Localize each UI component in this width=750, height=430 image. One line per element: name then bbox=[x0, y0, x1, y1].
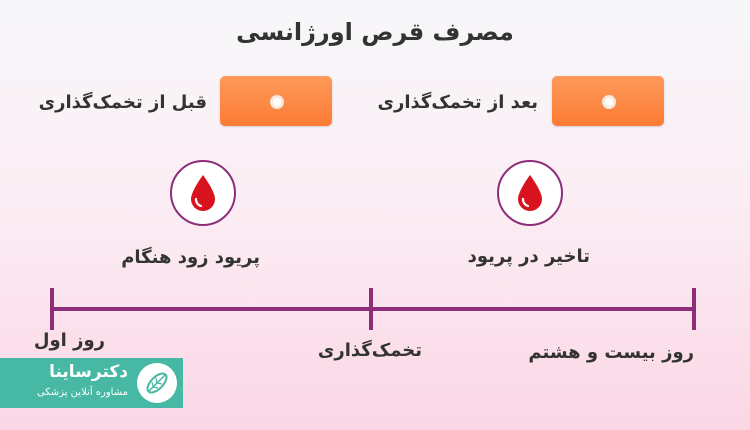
timeline-tick-start bbox=[50, 288, 54, 330]
brand-name: دکترساینا bbox=[49, 362, 128, 382]
pill-dot-icon bbox=[602, 95, 616, 109]
blood-drop-icon bbox=[497, 160, 563, 226]
timeline-tick-end bbox=[692, 288, 696, 330]
brand-logo[interactable]: دکترساینا مشاوره آنلاین پزشکی bbox=[0, 358, 183, 408]
brand-tagline: مشاوره آنلاین پزشکی bbox=[36, 387, 128, 398]
before-ovulation-effect: پریود زود هنگام bbox=[121, 247, 260, 268]
page-title: مصرف قرص اورژانسی bbox=[236, 18, 514, 46]
pill-dot-icon bbox=[270, 95, 284, 109]
timeline-end-label: روز بیست و هشتم bbox=[528, 342, 694, 363]
before-ovulation-label: قبل از تخمک‌گذاری bbox=[38, 92, 207, 113]
before-ovulation-pill-icon bbox=[220, 76, 332, 126]
leaf-logo-icon bbox=[137, 363, 177, 403]
blood-drop-icon bbox=[170, 160, 236, 226]
after-ovulation-label: بعد از تخمک‌گذاری bbox=[377, 92, 538, 113]
timeline-start-label: روز اول bbox=[33, 330, 105, 351]
timeline-middle-label: تخمک‌گذاری bbox=[317, 340, 422, 361]
after-ovulation-pill-icon bbox=[552, 76, 664, 126]
timeline-line bbox=[52, 307, 695, 311]
after-ovulation-effect: تاخیر در پریود bbox=[467, 246, 590, 267]
timeline-tick-middle bbox=[369, 288, 373, 330]
